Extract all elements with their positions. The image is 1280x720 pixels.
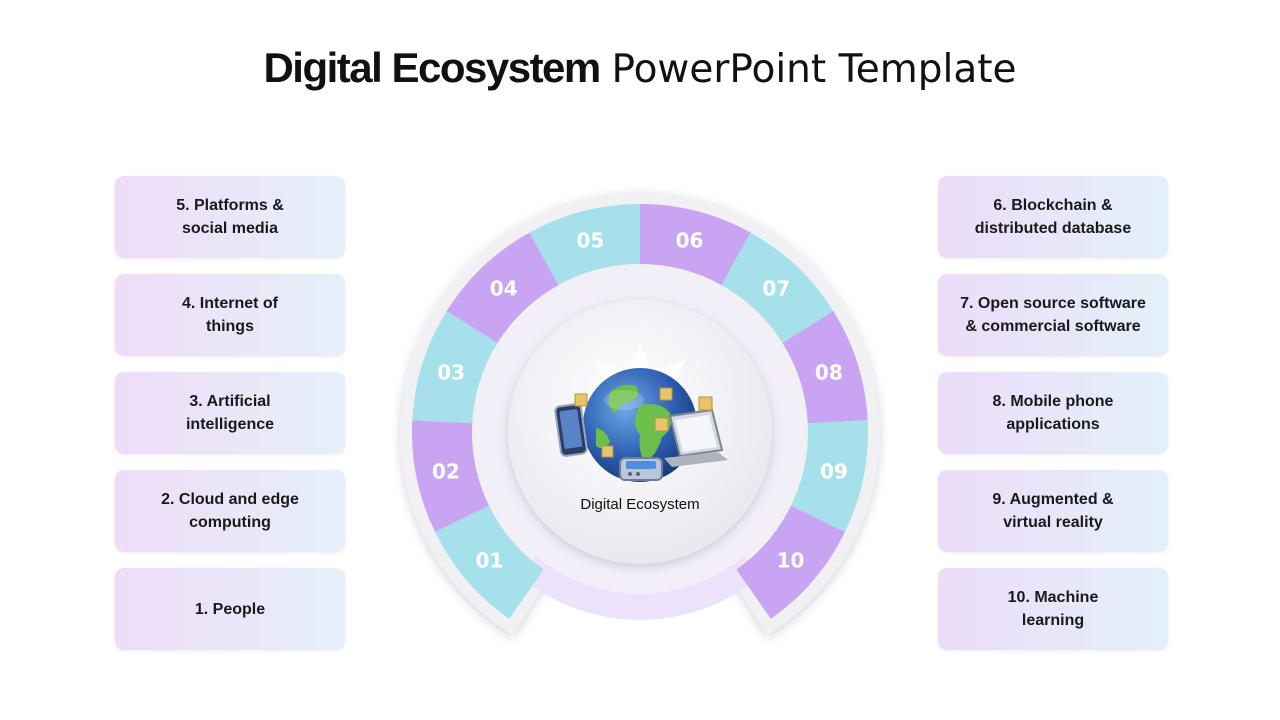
segment-05 xyxy=(529,204,640,286)
card-internet-of-things: 4. Internet of things xyxy=(115,274,345,356)
segment-02 xyxy=(411,420,490,532)
segment-number-08: 08 xyxy=(815,360,843,384)
segment-ring: 01 02 03 04 05 06 07 08 09 10 xyxy=(411,204,868,619)
segment-08 xyxy=(782,311,868,424)
card-label: 5. Platforms & social media xyxy=(176,197,284,237)
segment-number-09: 09 xyxy=(820,459,848,483)
card-label: 10. Machine learning xyxy=(1007,589,1099,629)
card-blockchain: 6. Blockchain & distributed database xyxy=(938,176,1168,258)
segment-04 xyxy=(446,232,559,343)
slide-title: Digital Ecosystem PowerPoint Template xyxy=(0,44,1280,92)
card-label: 7. Open source software & commercial sof… xyxy=(960,295,1146,335)
segment-number-05: 05 xyxy=(577,228,605,252)
segment-number-01: 01 xyxy=(476,549,504,573)
segment-01 xyxy=(435,505,544,619)
card-cloud-edge-computing: 2. Cloud and edge computing xyxy=(115,470,345,552)
card-artificial-intelligence: 3. Artificial intelligence xyxy=(115,372,345,454)
card-label: 4. Internet of things xyxy=(181,295,278,335)
globe-with-devices-icon xyxy=(554,342,728,482)
card-label: 2. Cloud and edge computing xyxy=(161,491,299,531)
segment-number-02: 02 xyxy=(432,459,460,483)
card-people: 1. People xyxy=(115,568,345,650)
segment-number-06: 06 xyxy=(676,228,704,252)
segment-07 xyxy=(721,232,834,343)
segment-number-04: 04 xyxy=(490,276,518,300)
segment-03 xyxy=(412,311,498,424)
card-label: 6. Blockchain & distributed database xyxy=(974,197,1132,237)
title-bold: Digital Ecosystem xyxy=(263,44,601,91)
card-augmented-virtual-reality: 9. Augmented & virtual reality xyxy=(938,470,1168,552)
card-label: 3. Artificial intelligence xyxy=(185,393,275,433)
segment-09 xyxy=(790,420,868,532)
card-platforms-social-media: 5. Platforms & social media xyxy=(115,176,345,258)
segment-number-07: 07 xyxy=(762,276,790,300)
card-mobile-phone-apps: 8. Mobile phone applications xyxy=(938,372,1168,454)
card-label: 9. Augmented & virtual reality xyxy=(992,491,1114,531)
center-label: Digital Ecosystem xyxy=(580,496,699,513)
card-label: 1. People xyxy=(194,600,266,618)
card-open-source-software: 7. Open source software & commercial sof… xyxy=(938,274,1168,356)
segment-06 xyxy=(640,204,751,286)
segment-10 xyxy=(736,505,845,619)
card-label: 8. Mobile phone applications xyxy=(992,393,1114,433)
segment-number-10: 10 xyxy=(777,549,805,573)
segment-number-03: 03 xyxy=(437,360,465,384)
title-rest: PowerPoint Template xyxy=(611,47,1017,92)
card-machine-learning: 10. Machine learning xyxy=(938,568,1168,650)
